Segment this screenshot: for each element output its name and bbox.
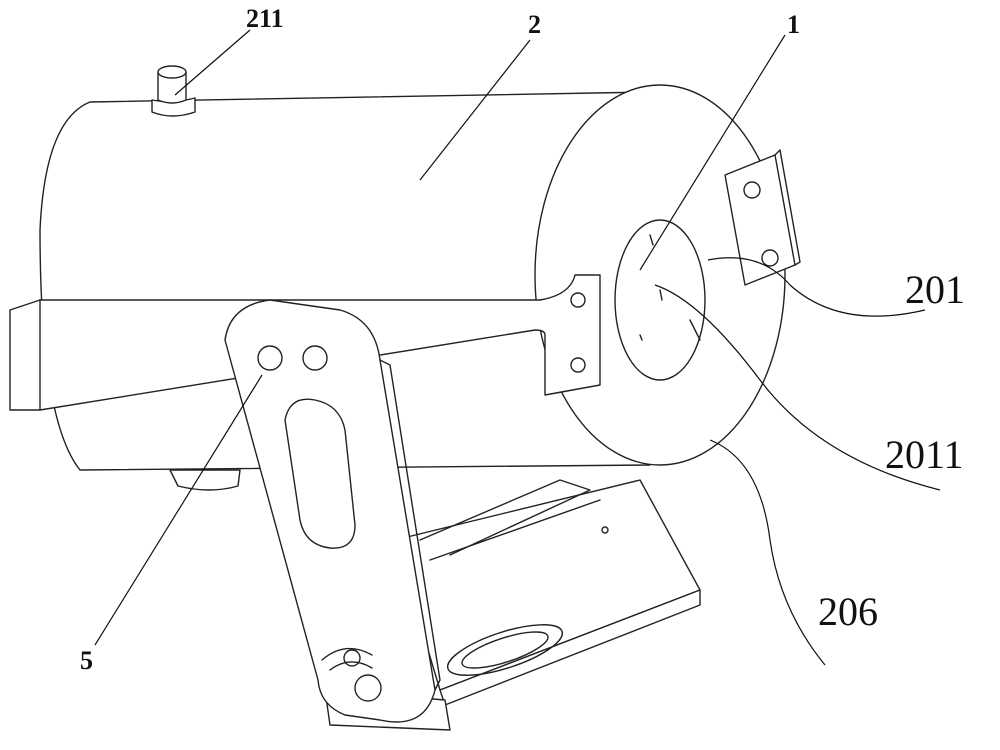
top-nozzle [151, 65, 196, 117]
label-1: 1 [787, 10, 800, 39]
right-clamp [724, 149, 801, 286]
label-2011: 2011 [885, 432, 964, 477]
label-206: 206 [818, 589, 878, 634]
label-5: 5 [80, 646, 93, 675]
label-201: 201 [905, 267, 965, 312]
label-2: 2 [528, 10, 541, 39]
lens-window [614, 219, 706, 381]
label-211: 211 [246, 4, 284, 33]
cylinder-body [39, 84, 786, 471]
side-arm [224, 299, 441, 723]
bottom-foot [169, 469, 241, 491]
leader-lines [94, 29, 941, 666]
